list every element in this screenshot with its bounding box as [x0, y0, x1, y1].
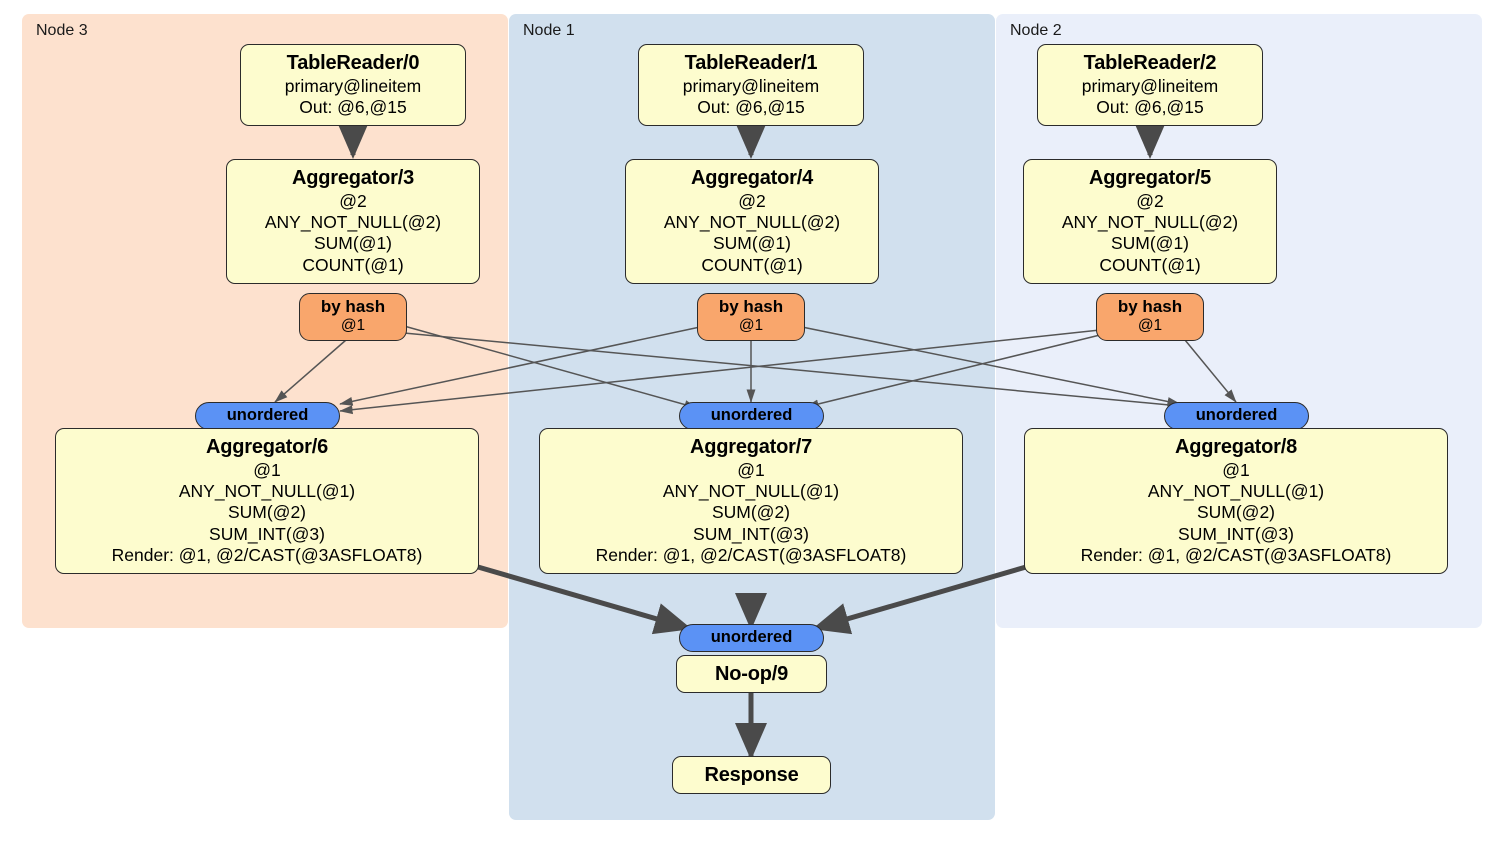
processor-line: primary@lineitem	[1081, 76, 1219, 96]
processor-title: TableReader/1	[684, 52, 818, 74]
processor-title: No-op/9	[714, 663, 789, 685]
processor-line: @1	[1222, 460, 1250, 480]
processor-title: Aggregator/8	[1174, 436, 1298, 458]
processor-line: Out: @6,@15	[1096, 97, 1204, 118]
processor-aggregator-6[interactable]: Aggregator/6 @1 ANY_NOT_NULL(@1) SUM(@2)…	[55, 428, 479, 574]
node-panel-label-node1: Node 1	[523, 22, 575, 39]
processor-line: SUM(@1)	[712, 233, 792, 254]
processor-tablereader-2[interactable]: TableReader/2 primary@lineitem Out: @6,@…	[1037, 44, 1263, 127]
processor-line: @1	[737, 460, 765, 480]
processor-line: SUM_INT(@3)	[1178, 523, 1294, 544]
processor-line: COUNT(@1)	[1099, 254, 1201, 275]
processor-title: Aggregator/4	[690, 167, 814, 189]
processor-line: Out: @6,@15	[299, 97, 407, 118]
processor-tablereader-0[interactable]: TableReader/0 primary@lineitem Out: @6,@…	[240, 44, 466, 127]
synchronizer-unordered-node3[interactable]: unordered	[195, 402, 340, 430]
processor-line: Render: @1, @2/CAST(@3ASFLOAT8)	[111, 544, 423, 565]
synchronizer-unordered-node1[interactable]: unordered	[679, 402, 824, 430]
processor-line: SUM(@1)	[313, 233, 393, 254]
processor-tablereader-1[interactable]: TableReader/1 primary@lineitem Out: @6,@…	[638, 44, 864, 127]
processor-aggregator-4[interactable]: Aggregator/4 @2 ANY_NOT_NULL(@2) SUM(@1)…	[625, 159, 879, 284]
processor-line: Out: @6,@15	[697, 97, 805, 118]
router-by-hash-node3[interactable]: by hash @1	[299, 293, 407, 341]
processor-line: SUM(@2)	[227, 502, 307, 523]
processor-line: COUNT(@1)	[701, 254, 803, 275]
processor-line: @2	[738, 191, 766, 211]
router-by-hash-node1[interactable]: by hash @1	[697, 293, 805, 341]
processor-line: SUM_INT(@3)	[209, 523, 325, 544]
processor-line: ANY_NOT_NULL(@2)	[264, 212, 442, 233]
processor-line: ANY_NOT_NULL(@1)	[1147, 481, 1325, 502]
processor-line: @1	[253, 460, 281, 480]
router-subtitle: @1	[340, 317, 366, 335]
processor-aggregator-8[interactable]: Aggregator/8 @1 ANY_NOT_NULL(@1) SUM(@2)…	[1024, 428, 1448, 574]
processor-title: Aggregator/3	[291, 167, 415, 189]
router-title: by hash	[320, 297, 386, 316]
processor-line: ANY_NOT_NULL(@1)	[178, 481, 356, 502]
node-panel-label-node2: Node 2	[1010, 22, 1062, 39]
processor-noop-9[interactable]: No-op/9	[676, 655, 827, 693]
processor-title: Aggregator/5	[1088, 167, 1212, 189]
processor-line: SUM(@1)	[1110, 233, 1190, 254]
processor-line: COUNT(@1)	[302, 254, 404, 275]
processor-line: primary@lineitem	[284, 76, 422, 96]
processor-title: Response	[704, 764, 799, 786]
processor-aggregator-5[interactable]: Aggregator/5 @2 ANY_NOT_NULL(@2) SUM(@1)…	[1023, 159, 1277, 284]
router-subtitle: @1	[738, 317, 764, 335]
processor-aggregator-7[interactable]: Aggregator/7 @1 ANY_NOT_NULL(@1) SUM(@2)…	[539, 428, 963, 574]
processor-line: ANY_NOT_NULL(@1)	[662, 481, 840, 502]
processor-line: SUM_INT(@3)	[693, 523, 809, 544]
processor-line: Render: @1, @2/CAST(@3ASFLOAT8)	[1080, 544, 1392, 565]
router-subtitle: @1	[1137, 317, 1163, 335]
processor-title: Aggregator/7	[689, 436, 813, 458]
processor-line: @2	[339, 191, 367, 211]
processor-title: TableReader/0	[286, 52, 420, 74]
synchronizer-unordered-final[interactable]: unordered	[679, 624, 824, 652]
processor-line: SUM(@2)	[1196, 502, 1276, 523]
processor-title: TableReader/2	[1083, 52, 1217, 74]
processor-line: @2	[1136, 191, 1164, 211]
processor-line: primary@lineitem	[682, 76, 820, 96]
router-title: by hash	[718, 297, 784, 316]
router-title: by hash	[1117, 297, 1183, 316]
processor-response[interactable]: Response	[672, 756, 831, 794]
processor-title: Aggregator/6	[205, 436, 329, 458]
processor-line: SUM(@2)	[711, 502, 791, 523]
node-panel-label-node3: Node 3	[36, 22, 88, 39]
processor-line: Render: @1, @2/CAST(@3ASFLOAT8)	[595, 544, 907, 565]
processor-line: ANY_NOT_NULL(@2)	[663, 212, 841, 233]
processor-line: ANY_NOT_NULL(@2)	[1061, 212, 1239, 233]
processor-aggregator-3[interactable]: Aggregator/3 @2 ANY_NOT_NULL(@2) SUM(@1)…	[226, 159, 480, 284]
synchronizer-unordered-node2[interactable]: unordered	[1164, 402, 1309, 430]
router-by-hash-node2[interactable]: by hash @1	[1096, 293, 1204, 341]
